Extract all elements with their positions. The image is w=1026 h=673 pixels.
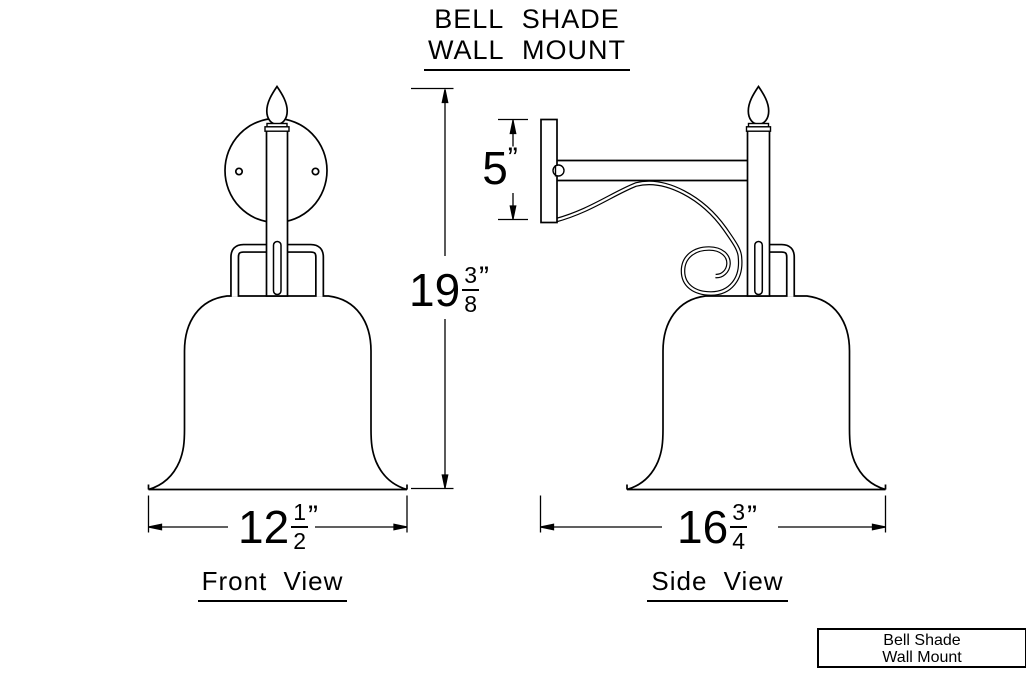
front-width-fraction: 1 2 xyxy=(291,501,308,553)
title-block: Bell Shade Wall Mount xyxy=(817,628,1026,668)
front-width-unit: ” xyxy=(307,500,318,533)
height-fraction: 3 8 xyxy=(462,264,479,316)
side-bell-rim-ticks xyxy=(626,484,887,490)
arrow-down-icon xyxy=(509,205,517,220)
backplate-whole: 5 xyxy=(482,142,508,194)
front-view-drawing xyxy=(147,84,408,491)
scroll-arm xyxy=(554,180,743,296)
title-block-line2: Wall Mount xyxy=(882,649,962,666)
backplate-dimension-text: 5 ” xyxy=(477,143,523,193)
arrow-right-icon xyxy=(393,523,408,531)
mounting-arm xyxy=(555,159,750,182)
scroll-arm-inner xyxy=(554,182,742,295)
height-extension-lines xyxy=(411,87,454,490)
drawing-title-line1: BELL SHADE xyxy=(377,4,677,35)
side-stem-slot xyxy=(754,240,764,296)
height-denominator: 8 xyxy=(464,291,477,317)
drawing-title-text2: WALL MOUNT xyxy=(423,35,630,71)
side-view-drawing xyxy=(540,84,887,491)
arrow-down-icon xyxy=(441,474,449,489)
front-bell-rim-ticks xyxy=(147,484,408,490)
front-screw-hole-left xyxy=(234,167,244,176)
side-depth-fraction: 3 4 xyxy=(730,501,747,553)
front-finial-base xyxy=(264,126,290,132)
front-view-label: Front View xyxy=(190,566,355,602)
height-numerator: 3 xyxy=(462,264,479,291)
arrow-up-icon xyxy=(441,89,449,104)
side-bell-shade-outline xyxy=(626,295,886,491)
height-whole: 19 xyxy=(409,264,461,316)
backplate-extension-lines xyxy=(498,118,528,221)
side-finial-base xyxy=(745,126,772,132)
drawing-title-text1: BELL SHADE xyxy=(434,4,620,34)
backplate-unit: ” xyxy=(507,142,518,175)
front-stem-slot xyxy=(272,240,282,296)
arrow-left-icon xyxy=(148,523,163,531)
side-depth-denominator: 4 xyxy=(732,528,745,554)
arrow-up-icon xyxy=(509,120,517,135)
front-view-label-text: Front View xyxy=(197,566,348,602)
side-view-label-text: Side View xyxy=(647,566,788,602)
height-dimension-text: 19 3 8 ” xyxy=(403,262,495,318)
front-width-numerator: 1 xyxy=(291,501,308,528)
front-screw-hole-right xyxy=(311,167,320,176)
side-depth-unit: ” xyxy=(746,500,757,533)
arrow-left-icon xyxy=(540,523,555,531)
arrow-right-icon xyxy=(871,523,886,531)
front-width-whole: 12 xyxy=(238,501,290,553)
front-width-denominator: 2 xyxy=(293,528,306,554)
side-depth-whole: 16 xyxy=(677,501,729,553)
front-width-dimension-text: 12 1 2 ” xyxy=(234,501,322,553)
front-bell-shade-outline xyxy=(148,295,408,491)
side-shade-bracket-inner xyxy=(757,245,794,297)
dimension-lines xyxy=(147,87,887,533)
height-unit: ” xyxy=(478,261,489,294)
side-finial xyxy=(747,84,770,126)
side-view-label: Side View xyxy=(635,566,800,602)
mounting-screw xyxy=(552,164,565,177)
front-finial xyxy=(265,84,289,126)
side-depth-dimension-text: 16 3 4 ” xyxy=(673,501,761,553)
side-depth-extension-lines xyxy=(539,495,887,533)
side-depth-numerator: 3 xyxy=(730,501,747,528)
drawing-title-line2: WALL MOUNT xyxy=(377,35,677,71)
front-width-extension-lines xyxy=(147,495,408,533)
title-block-line1: Bell Shade xyxy=(883,632,961,649)
